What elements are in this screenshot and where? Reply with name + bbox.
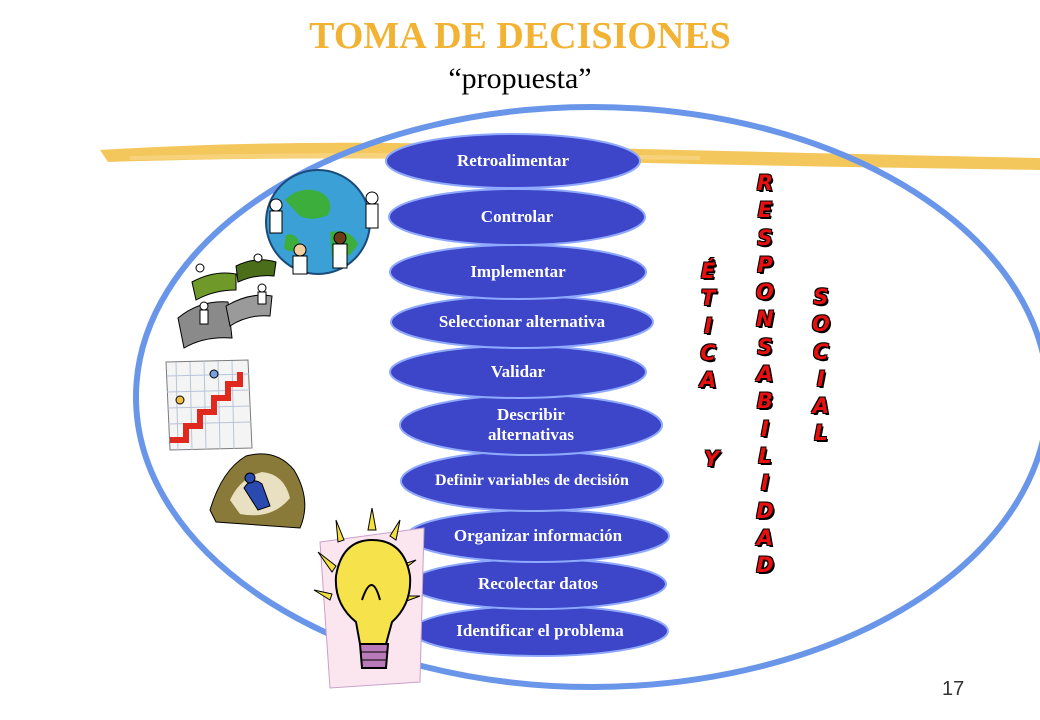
step-label: Recolectar datos: [477, 574, 599, 593]
step-label: Seleccionar alternativa: [438, 312, 606, 331]
word-letter: A: [812, 394, 830, 419]
bridge-people-icon: [177, 253, 277, 349]
word-letter: O: [756, 280, 774, 305]
word-letter: C: [813, 339, 829, 364]
word-letter: É: [700, 259, 716, 283]
word-letter: I: [761, 416, 769, 441]
word-letter: E: [757, 198, 773, 223]
word-letter: L: [814, 421, 828, 446]
slide-number: 17: [942, 678, 965, 700]
step-oval: [388, 188, 646, 246]
stairs-chart-icon: [165, 359, 253, 451]
word-letter: I: [704, 313, 713, 338]
step-label: Definir variables de decisión: [435, 472, 629, 489]
word-letter: A: [756, 525, 774, 550]
step-label: Validar: [490, 362, 546, 381]
word-letter: A: [700, 368, 717, 393]
word-y: Y: [704, 446, 719, 473]
word-letter: A: [756, 362, 774, 387]
step-label: Implementar: [470, 262, 566, 281]
word-letter: S: [813, 285, 829, 309]
word-letter: D: [756, 498, 774, 523]
step-label: Identificar el problema: [456, 621, 624, 640]
word-letter: R: [756, 171, 774, 195]
word-letter: L: [758, 443, 772, 468]
lightbulb-icon: [313, 507, 425, 689]
word-letter: B: [756, 389, 773, 414]
word-letter: N: [756, 307, 774, 332]
step-label: Organizar información: [453, 526, 623, 545]
word-letter: S: [757, 225, 773, 250]
word-letter: I: [761, 471, 769, 496]
word-letter: O: [812, 312, 830, 337]
word-letter: P: [757, 252, 773, 277]
step-oval: [385, 133, 641, 189]
word-letter: C: [700, 340, 716, 365]
page-title: TOMA DE DECISIONES: [309, 15, 731, 57]
word-letter: T: [700, 286, 716, 311]
step-label: Retroalimentar: [456, 151, 570, 170]
climbing-person-icon: [209, 453, 306, 529]
page-subtitle: “propuesta”: [448, 62, 592, 95]
word-letter: Y: [704, 447, 720, 471]
word-letter: S: [757, 334, 773, 359]
globe-people-icon: [265, 169, 379, 275]
step-label: Controlar: [480, 207, 554, 226]
step-label: Describir alternativas: [488, 405, 574, 444]
outer-ellipse: [133, 104, 1040, 690]
word-letter: D: [756, 553, 774, 578]
word-letter: I: [817, 366, 825, 391]
